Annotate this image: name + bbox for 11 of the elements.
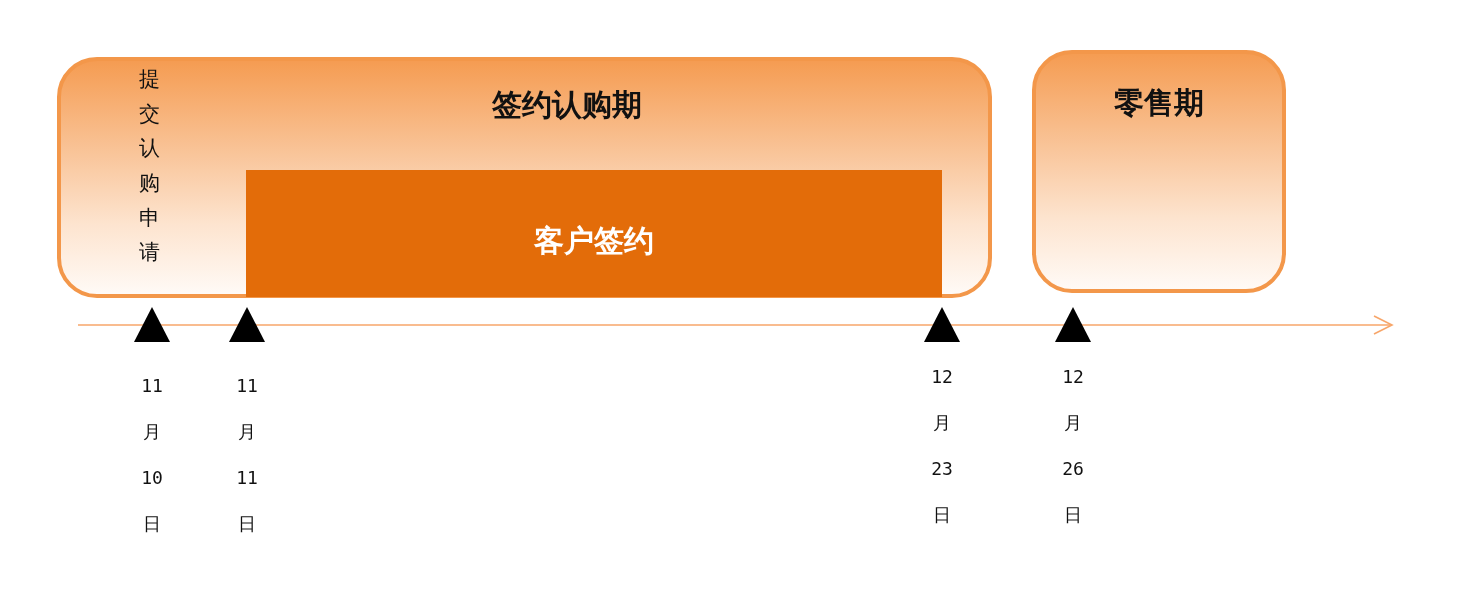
- date-label: 12月26日: [1061, 365, 1085, 527]
- bar-title: 客户签约: [534, 222, 654, 259]
- date-label: 11月10日: [140, 374, 164, 536]
- vertical-text: 提交认购申请: [139, 66, 160, 267]
- rounded-phase-box: [1032, 50, 1286, 293]
- date-label: 12月23日: [930, 365, 954, 527]
- phase-title: 零售期: [1114, 85, 1204, 121]
- rounded-phase-box: [57, 57, 992, 298]
- filled-bar: [246, 170, 942, 297]
- date-label: 11月11日: [235, 374, 259, 536]
- phase-title: 签约认购期: [492, 87, 642, 123]
